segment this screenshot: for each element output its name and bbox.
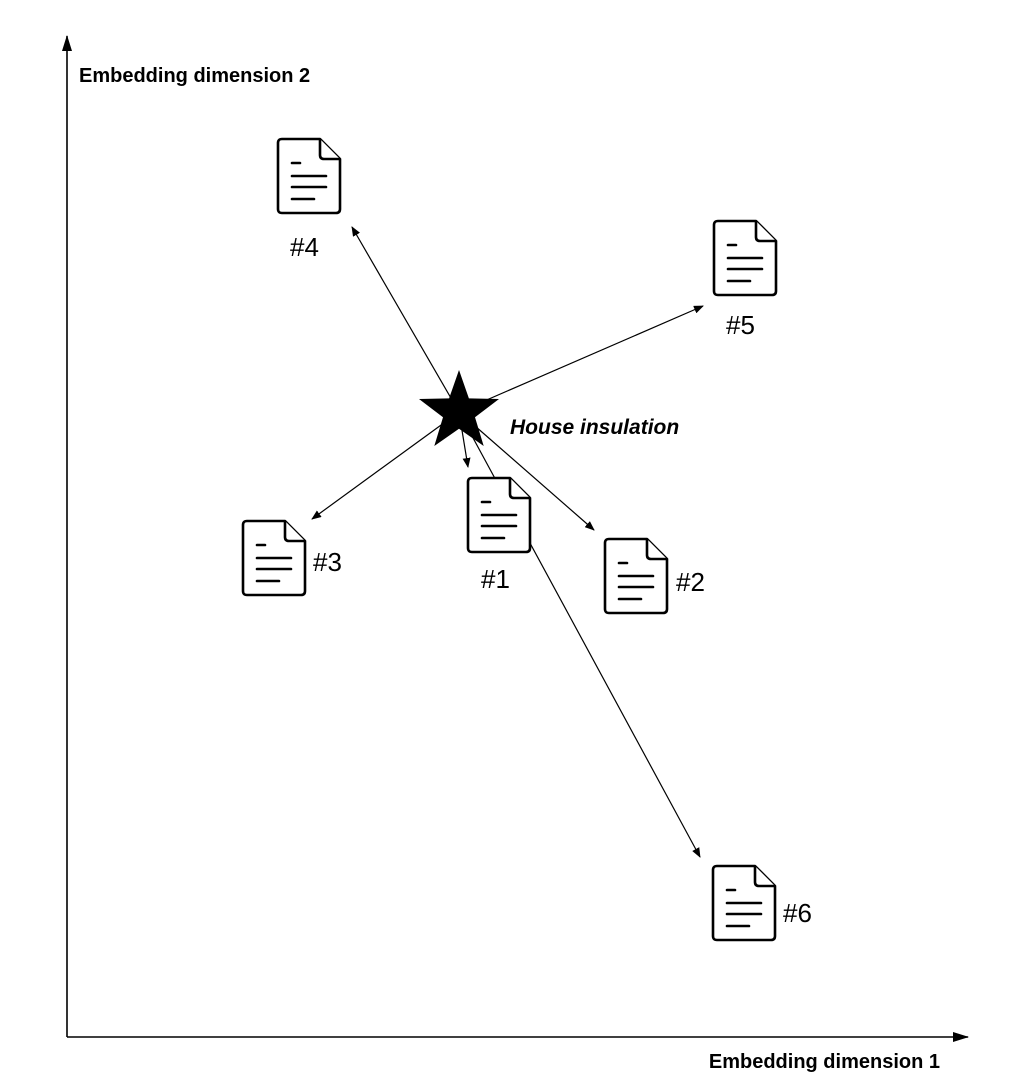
document-5: #5 <box>712 219 778 340</box>
document-label: #6 <box>783 898 812 928</box>
document-3: #3 <box>241 519 342 597</box>
document-label: #3 <box>313 547 342 577</box>
document-6: #6 <box>711 864 812 942</box>
connector-doc-5 <box>458 305 704 413</box>
document-4: #4 <box>276 137 342 262</box>
document-icon <box>712 219 778 297</box>
y-axis-label: Embedding dimension 2 <box>79 65 310 87</box>
document-label: #2 <box>676 567 705 597</box>
query-label: House insulation <box>510 416 679 439</box>
document-icon <box>276 137 342 215</box>
document-icon <box>241 519 307 597</box>
document-label: #5 <box>726 310 755 340</box>
connector-doc-2 <box>458 411 595 531</box>
document-icon <box>466 476 532 554</box>
document-1: #1 <box>466 476 532 594</box>
document-label: #1 <box>481 564 510 594</box>
query-point: House insulation <box>419 370 679 446</box>
connector-doc-4 <box>351 226 460 413</box>
document-icon <box>711 864 777 942</box>
document-label: #4 <box>290 232 319 262</box>
document-icon <box>603 537 669 615</box>
document-2: #2 <box>603 537 705 615</box>
star-icon <box>419 370 499 446</box>
axes: Embedding dimension 1 Embedding dimensio… <box>62 35 969 1073</box>
connector-doc-3 <box>311 411 460 520</box>
x-axis-label: Embedding dimension 1 <box>709 1051 940 1073</box>
